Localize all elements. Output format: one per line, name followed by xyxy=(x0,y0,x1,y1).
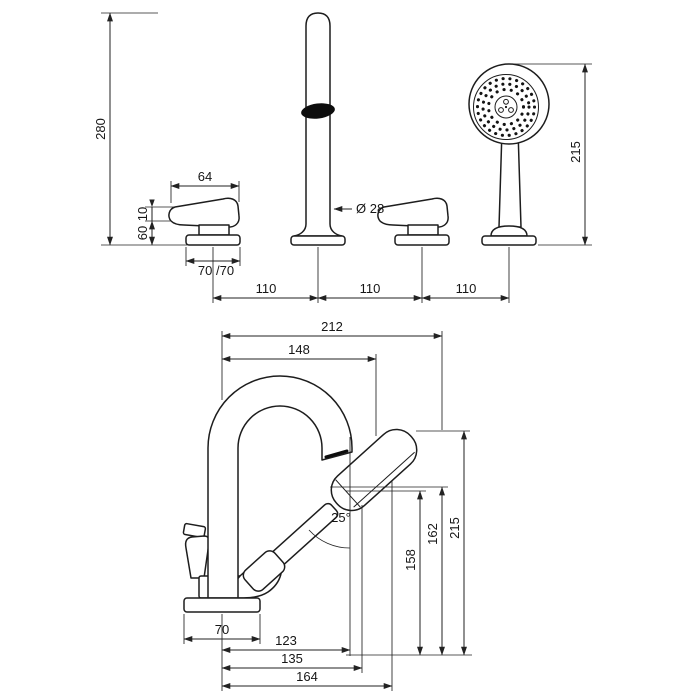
dim-label-10: 10 xyxy=(135,207,150,221)
right-handle xyxy=(377,197,450,246)
dim-label-280: 280 xyxy=(93,118,108,140)
dim-label-70-70: 70 /70 xyxy=(198,263,234,278)
spout-side xyxy=(207,375,353,599)
dim-label-215-side: 215 xyxy=(447,517,462,539)
dim-overall-height: 280 xyxy=(93,12,187,246)
front-view: 280 64 10 60 Ø 28 xyxy=(93,12,592,303)
dim-reach-overall: 212 xyxy=(221,319,443,430)
dim-label-215-front: 215 xyxy=(568,141,583,163)
dim-label-148: 148 xyxy=(288,342,310,357)
dim-label-110-3: 110 xyxy=(456,281,477,296)
dim-offsets: 123 135 164 xyxy=(221,481,393,691)
dim-lever-length: 64 xyxy=(170,169,240,203)
dim-handshower-height: 215 xyxy=(511,63,592,246)
dim-label-64: 64 xyxy=(198,169,212,184)
dim-height-holder: 158 xyxy=(346,490,426,656)
dim-height-outlet: 162 xyxy=(330,486,448,656)
dim-lever-thickness: 10 xyxy=(135,199,174,222)
dim-spout-diameter: Ø 28 xyxy=(333,201,384,216)
spout-front xyxy=(290,12,346,246)
dim-reach-spout: 148 xyxy=(221,342,377,436)
dim-hole-spacing: 110 110 110 xyxy=(212,247,510,303)
holder-sleeve xyxy=(242,550,286,592)
dim-label-110-2: 110 xyxy=(360,281,381,296)
dim-label-135: 135 xyxy=(281,651,303,666)
dim-label-60: 60 xyxy=(135,226,150,240)
aerator xyxy=(324,449,349,459)
side-view: 25° 212 148 158 162 xyxy=(182,319,472,691)
dim-label-123: 123 xyxy=(275,633,297,648)
shower-head xyxy=(468,63,550,145)
handshower-head-side xyxy=(330,428,418,512)
dim-height-overall: 215 xyxy=(346,430,472,656)
handshower-front xyxy=(468,63,550,246)
spout-outlet xyxy=(301,103,335,119)
dim-label-d28: Ø 28 xyxy=(356,201,384,216)
dim-label-angle: 25° xyxy=(331,510,351,525)
left-handle xyxy=(168,197,241,246)
base-plate-side xyxy=(183,597,261,613)
handshower-side xyxy=(230,502,339,599)
dim-label-158: 158 xyxy=(403,549,418,571)
dim-label-164: 164 xyxy=(296,669,318,684)
dim-lever-height: 60 xyxy=(135,220,155,246)
dim-label-212: 212 xyxy=(321,319,343,334)
dim-label-162: 162 xyxy=(425,523,440,545)
spray-nozzles-outer xyxy=(475,76,537,138)
angle-reference: 25° xyxy=(308,437,351,656)
dim-label-110-1: 110 xyxy=(256,281,277,296)
